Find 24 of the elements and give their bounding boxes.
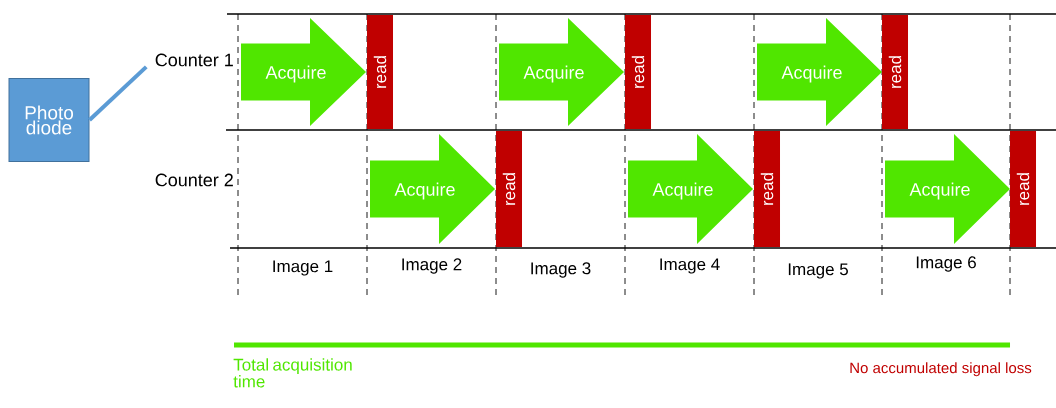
read-bar: read — [882, 15, 908, 129]
image-label: Image 6 — [916, 256, 976, 272]
image-label: Image 5 — [788, 263, 848, 279]
note-text: Total acquisition time — [233, 358, 352, 388]
image-label: Image 2 — [402, 258, 462, 274]
image-label: Image 4 — [660, 258, 720, 274]
read-bar: read — [367, 15, 393, 129]
acquire-phase: Acquire — [757, 18, 882, 126]
row-label: Counter 2 — [155, 173, 233, 187]
read-bar: read — [1010, 131, 1036, 247]
row-label: Counter 1 — [155, 53, 233, 67]
image-label: Image 1 — [273, 260, 333, 276]
acquire-phase: Acquire — [628, 134, 753, 244]
note-text: No accumulated signal loss — [850, 362, 1032, 377]
image-label: Image 3 — [531, 262, 591, 278]
acquire-phase: Acquire — [241, 18, 366, 126]
acquire-phase: Acquire — [499, 18, 624, 126]
acquire-phase: Acquire — [370, 134, 495, 244]
connector-line — [88, 65, 148, 122]
photo-diode-box: Photo diode — [8, 78, 90, 162]
acquire-phase: Acquire — [885, 134, 1010, 244]
read-bar: read — [496, 131, 522, 247]
read-bar: read — [754, 131, 780, 247]
read-bar: read — [625, 15, 651, 129]
